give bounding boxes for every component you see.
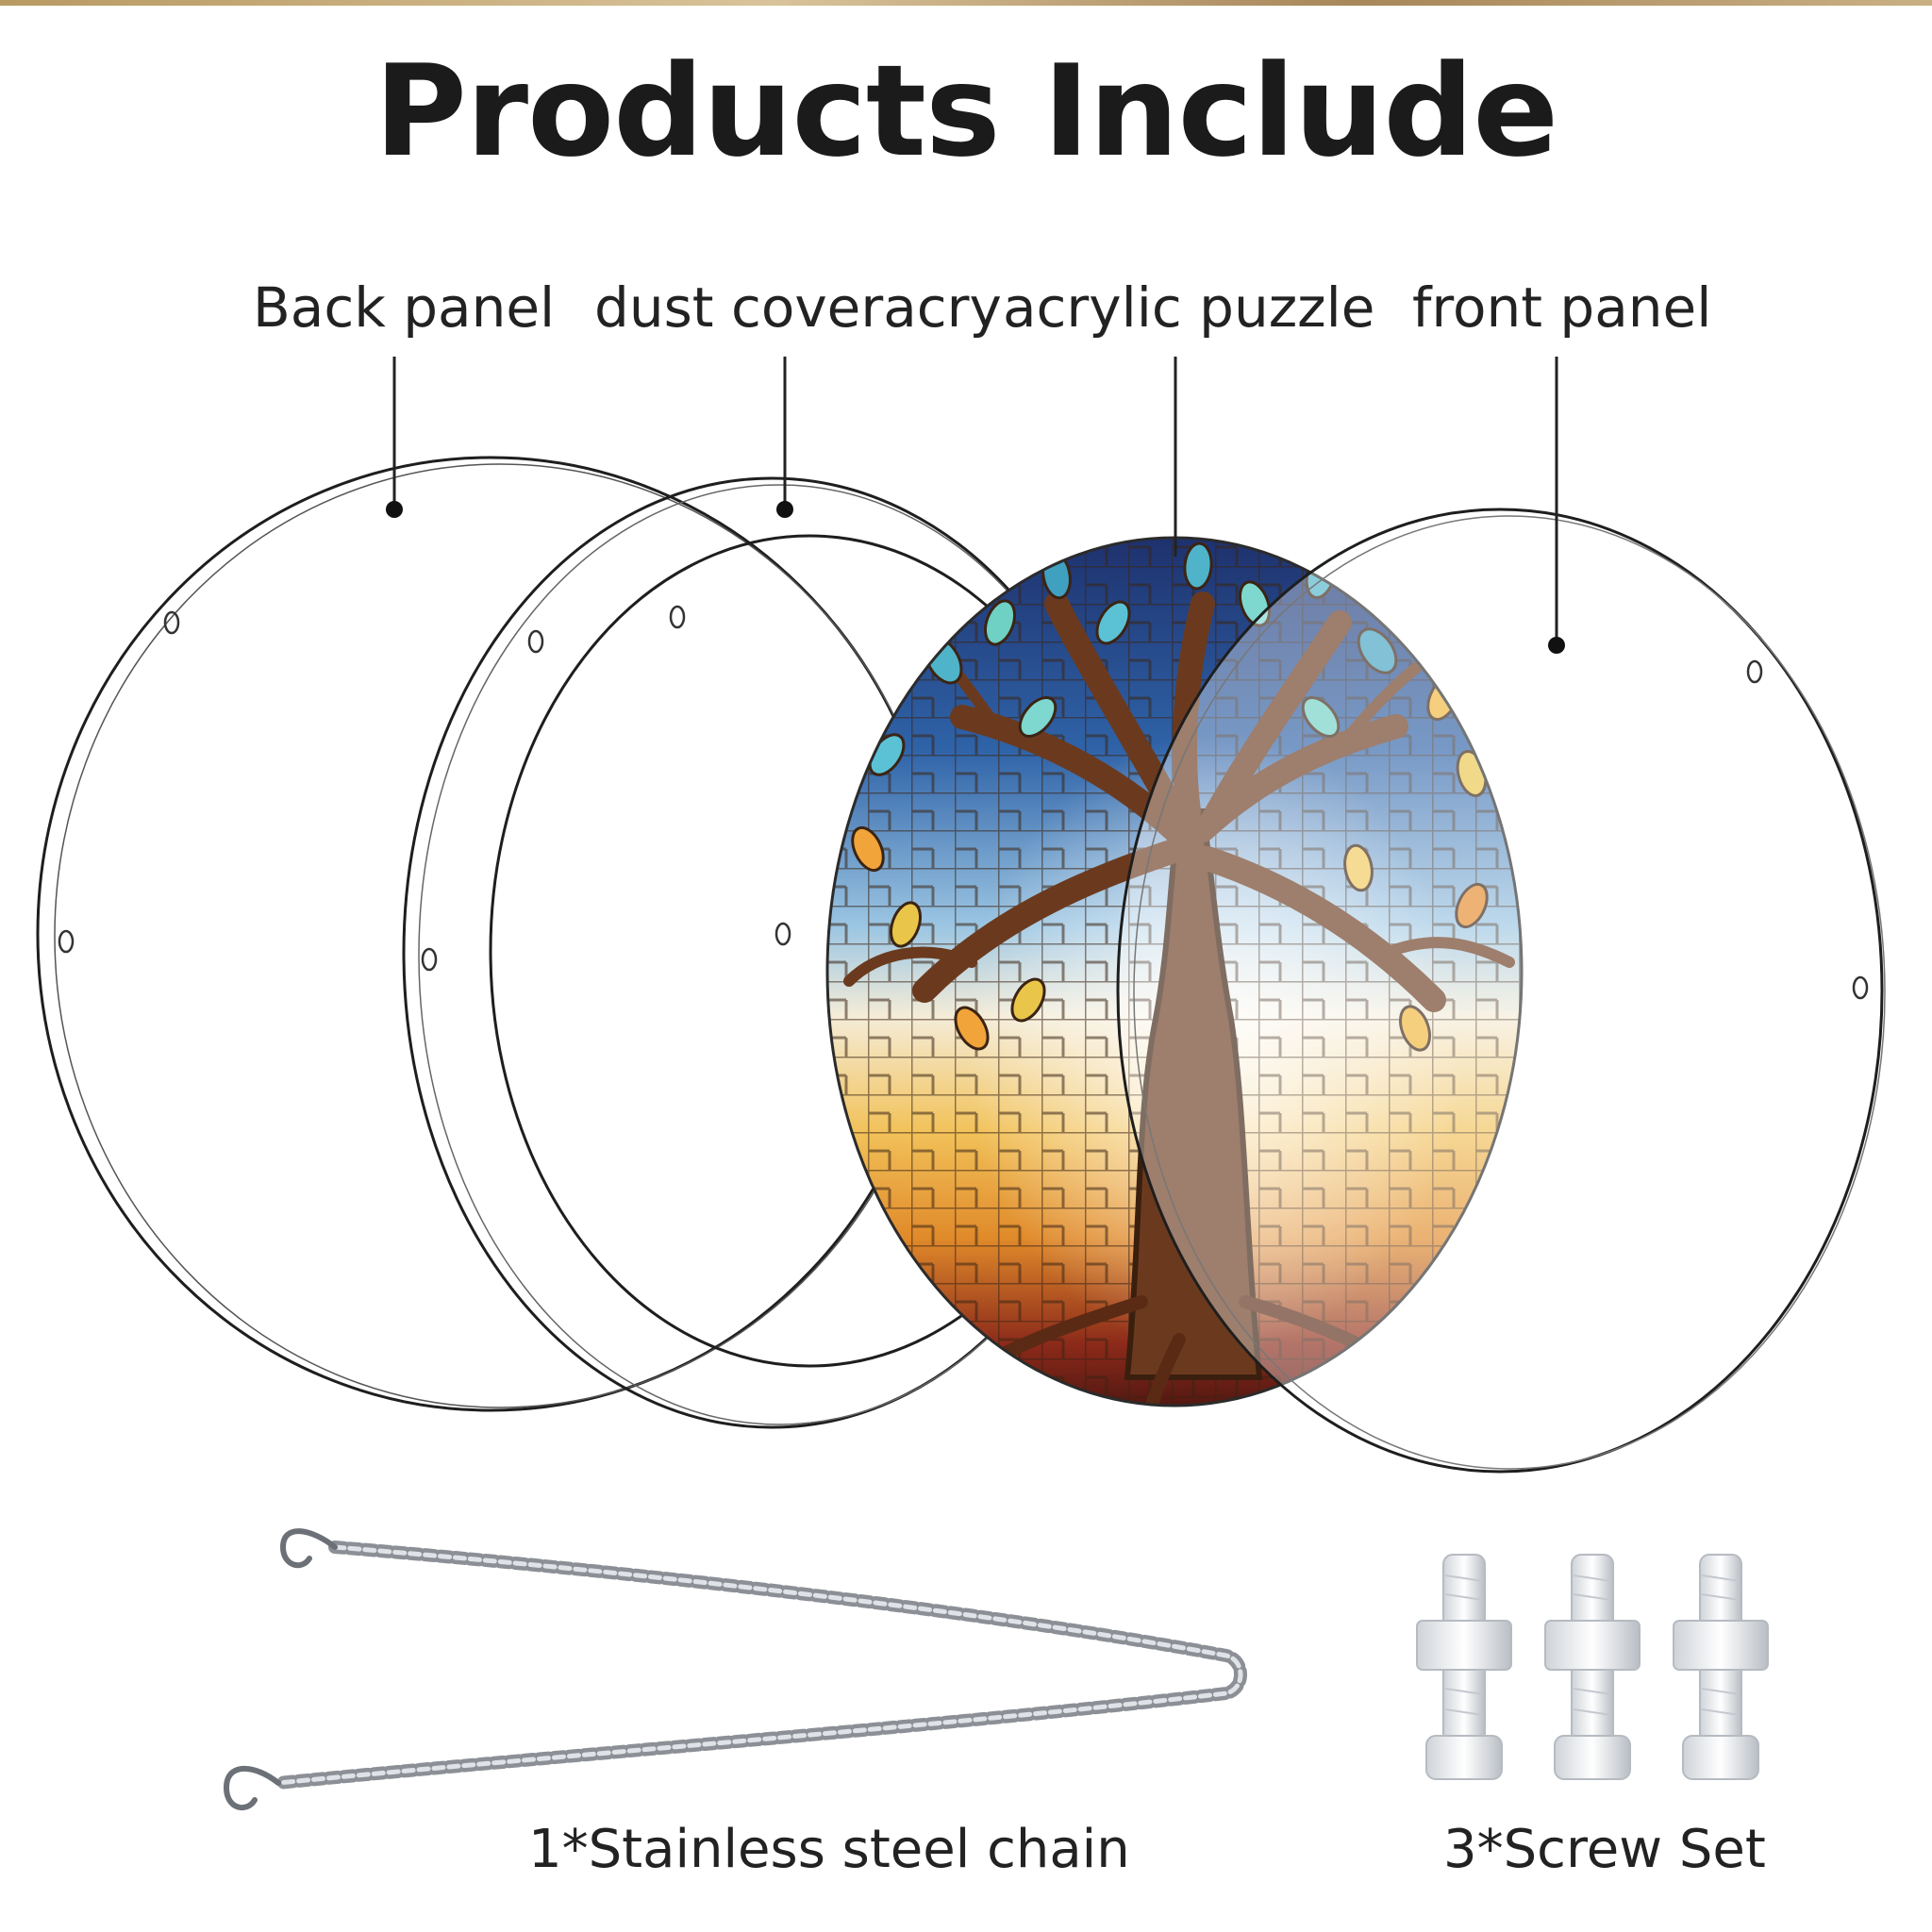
acrylic-puzzle-tree-image <box>825 536 1524 1407</box>
leader-dot-dust <box>776 501 793 518</box>
label-dust-cover: dust coveracry <box>594 275 1002 340</box>
leader-dot-front <box>1548 637 1565 654</box>
screw-2 <box>1544 1554 1641 1780</box>
front-panel <box>1116 508 1886 1474</box>
screw-1 <box>1416 1554 1512 1780</box>
label-acrylic-puzzle: acrylic puzzle <box>1003 275 1375 340</box>
label-front-panel: front panel <box>1412 275 1712 340</box>
stainless-steel-chain <box>223 1528 1247 1811</box>
label-screw-set: 3*Screw Set <box>1443 1819 1766 1880</box>
screw-3 <box>1673 1554 1769 1780</box>
screw-set <box>1416 1554 1769 1780</box>
page-title: Products Include <box>374 38 1558 185</box>
top-border-strip <box>0 0 1932 6</box>
label-chain: 1*Stainless steel chain <box>528 1819 1130 1880</box>
label-back-panel: Back panel <box>253 275 556 340</box>
leader-dot-back <box>386 501 403 518</box>
